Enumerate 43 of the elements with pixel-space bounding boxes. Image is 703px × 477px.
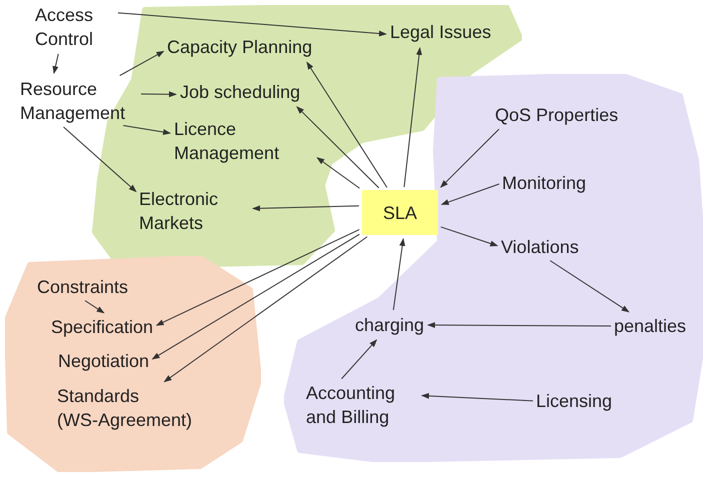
topic-label: Constraints <box>37 275 128 299</box>
arrow <box>296 106 380 188</box>
arrow <box>119 50 164 76</box>
topic-label: Job scheduling <box>180 80 300 104</box>
arrow <box>550 260 630 312</box>
arrow <box>152 234 360 360</box>
topic-label: Capacity Planning <box>167 35 312 59</box>
arrow <box>421 392 534 402</box>
arrow <box>341 339 378 380</box>
topic-label: Violations <box>501 235 579 259</box>
topic-label: Legal Issues <box>390 20 492 44</box>
arrow <box>156 229 360 326</box>
arrow <box>140 91 177 98</box>
arrow <box>63 126 137 192</box>
arrow <box>440 226 498 246</box>
arrow <box>84 300 105 314</box>
topic-label: Negotiation <box>58 349 150 373</box>
arrow <box>306 62 388 188</box>
arrow <box>440 128 500 188</box>
arrow <box>316 157 360 189</box>
topic-label: charging <box>355 313 424 337</box>
arrow <box>404 46 422 188</box>
arrow <box>392 238 406 311</box>
topic-label: Specification <box>51 315 154 339</box>
topic-label: Standards (WS-Agreement) <box>57 384 207 432</box>
arrow <box>440 184 500 205</box>
topic-label: Resource Management <box>20 77 138 125</box>
topic-label: Licensing <box>536 389 612 413</box>
arrow <box>164 236 368 382</box>
topic-label: Licence Management <box>174 117 314 165</box>
topic-label: penalties <box>614 314 686 338</box>
arrow <box>252 205 360 212</box>
topic-label: Electronic Markets <box>139 187 249 235</box>
region-shape <box>5 256 261 472</box>
arrow <box>118 12 387 37</box>
arrow <box>52 53 59 74</box>
topic-label: Accounting and Billing <box>306 381 418 429</box>
topic-label: QoS Properties <box>495 103 618 127</box>
arrow <box>122 124 172 135</box>
topic-label: Monitoring <box>502 171 586 195</box>
topic-label: Access Control <box>35 3 115 51</box>
sla-box: SLA <box>362 190 438 235</box>
arrow <box>427 322 612 328</box>
